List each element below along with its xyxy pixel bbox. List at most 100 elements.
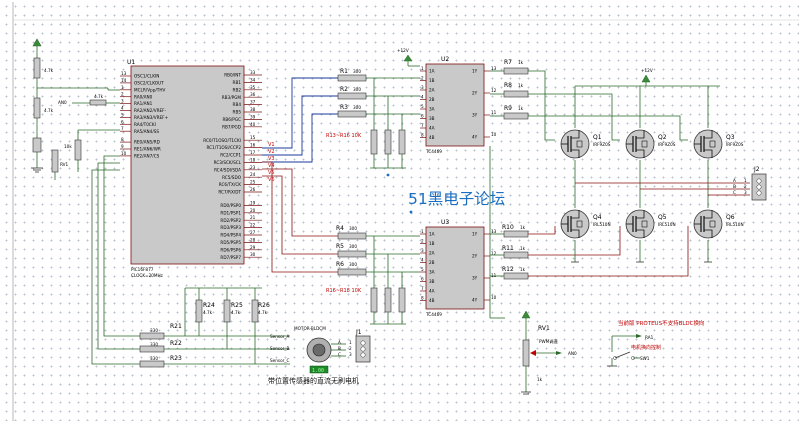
resistor-r25[interactable]: R25 4.7k — [223, 288, 243, 349]
driver-pin-name: 4Y — [472, 135, 478, 140]
motor-rotor-icon — [312, 343, 326, 357]
pulldown-upper-1[interactable] — [370, 129, 378, 155]
left-pot[interactable] — [51, 149, 59, 173]
mcu-pin-num: 6 — [121, 119, 124, 124]
resistor-r24[interactable]: R24 4.7k — [195, 288, 215, 336]
mcu-pin-name: RC4/SDI/SDA — [214, 167, 241, 172]
mcu-part-number: PIC16F877 — [131, 267, 154, 272]
svg-text:330: 330 — [150, 356, 158, 361]
resistor-r10[interactable]: R10 1k — [502, 224, 529, 238]
pulldown-upper-2[interactable] — [384, 129, 392, 155]
resistor-an0-value: 4.7k — [94, 94, 104, 99]
svg-text:R26: R26 — [258, 302, 270, 309]
upper-pulldown-label: R13~R16 10K — [326, 133, 362, 139]
driver-u2[interactable]: +12V U2 TC4469 1A11B22A32B43A53B64A74B81… — [397, 48, 497, 154]
mcu-pin-name: RC0/T1OSO/T1CKI — [203, 138, 241, 143]
svg-text:300: 300 — [353, 87, 361, 92]
resistor-left-2[interactable] — [33, 97, 41, 119]
driver-u3[interactable]: U3 TC4469 1A11B22A32B43A53B64A74B81Y132Y… — [420, 219, 497, 317]
mcu-body[interactable] — [130, 65, 245, 265]
resistor-r4[interactable]: R4 300 — [336, 225, 410, 240]
resistor-r8[interactable]: R8 1k — [503, 82, 529, 98]
pot-rv1[interactable]: RV1 PWM调速 AN0 1k — [521, 310, 577, 395]
svg-text:3: 3 — [349, 352, 352, 357]
mcu-ref: U1 — [127, 59, 135, 66]
resistor-r22[interactable] — [139, 345, 165, 353]
mcu-pin-name: RD0/PSP0 — [220, 203, 241, 208]
pulldown-upper-3[interactable] — [398, 129, 406, 155]
resistor-left-1-value: 4.7k — [44, 68, 54, 73]
u3-body[interactable] — [425, 226, 485, 310]
resistor-r5[interactable]: R5 300 — [336, 243, 410, 258]
resistor-r11[interactable]: R11 1k — [502, 245, 529, 259]
pot-wiper-icon[interactable] — [530, 350, 536, 356]
resistor-r6[interactable]: R6 300 — [336, 261, 410, 276]
mcu-pin-num: 27 — [250, 230, 256, 235]
resistor-r23[interactable] — [139, 360, 165, 368]
pot-body[interactable] — [522, 339, 530, 367]
resistor-r12[interactable]: R12 1k — [502, 266, 529, 280]
pot-supply-icon — [521, 310, 531, 319]
mcu-left-pins: OSC1/CLKIN13OSC2/CLKOUT14MCLR/Vpp/THV1RA… — [120, 71, 169, 159]
driver-pin-num: 2 — [421, 76, 424, 81]
resistor-r9[interactable]: R9 1k — [503, 105, 529, 120]
watermark-dot — [386, 173, 390, 177]
svg-text:300: 300 — [349, 226, 357, 231]
driver-pin-name: 3Y — [472, 276, 478, 281]
mcu-pin-name: RA1/AN1 — [134, 101, 153, 106]
lower-pulldown-label: R16~R18 10K — [326, 288, 362, 294]
svg-text:2: 2 — [349, 346, 352, 351]
driver-pin-num: 7 — [421, 123, 424, 128]
phase-wires — [571, 160, 750, 263]
driver-pin-name: 2B — [429, 260, 435, 265]
svg-text:R24: R24 — [203, 302, 215, 309]
mcu-pin-num: 38 — [250, 107, 256, 112]
driver-pin-num: 5 — [421, 104, 424, 109]
motor-status-box — [309, 365, 329, 374]
sensor-series-resistors: R21 330 R22 330 R23 330 — [139, 323, 290, 368]
resistor-r21[interactable] — [139, 332, 165, 340]
driver-pin-num: 10 — [491, 132, 497, 137]
net-label-v1: V1 — [268, 142, 275, 148]
svg-text:300: 300 — [349, 262, 357, 267]
switch-sw1[interactable]: 当前版 PROTEUS不支持BLDC换向 RA1 电机换向控制 SW1 — [607, 319, 704, 367]
mcu-pin-name: RD7/PSP7 — [220, 255, 241, 260]
connector-j1[interactable]: J1 A B C 1 2 3 — [338, 329, 371, 363]
reset-button[interactable] — [32, 137, 42, 153]
mcu-pin-name: RD5/PSP5 — [220, 240, 241, 245]
svg-text:R11: R11 — [502, 245, 514, 252]
driver-pin-num: 8 — [421, 133, 424, 138]
mcu-pin-name: RD4/PSP4 — [220, 233, 241, 238]
svg-text:R8: R8 — [504, 82, 512, 89]
resistor-r7[interactable]: R7 1k — [503, 59, 529, 75]
resistor-ra4[interactable] — [74, 139, 82, 161]
mcu-u1[interactable]: U1 PIC16F877 CLOCK=20MHz OSC1/CLKIN13OSC… — [120, 59, 262, 278]
pulldown-lower-2[interactable] — [384, 287, 392, 313]
pulldown-lower-1[interactable] — [370, 287, 378, 313]
svg-text:R10: R10 — [502, 224, 514, 231]
mosfet-part: IRF9Z0S — [593, 142, 611, 147]
left-power-network: 4.7k 4.7k AN0 4.7k 10k RV1 — [31, 38, 120, 180]
mcu-pin-num: 9 — [121, 144, 124, 149]
mcu-pin-name: RC1/T1OSI/CCP2 — [206, 145, 241, 150]
resistor-r1[interactable]: R1 300 — [337, 68, 410, 82]
bldc-motor[interactable]: MOTOR-BLDCM Sensor_A Sensor_B Sensor_C 1… — [268, 326, 359, 385]
mcu-pin-name: RB5 — [233, 110, 242, 115]
svg-text:1k: 1k — [518, 106, 524, 111]
resistor-an0[interactable] — [89, 99, 107, 106]
resistor-left-1[interactable] — [33, 57, 41, 79]
svg-text:300: 300 — [353, 105, 361, 110]
switch-lever-icon[interactable] — [614, 351, 631, 359]
connector-j2[interactable]: J2 A B C 1 2 3 — [733, 166, 767, 201]
mcu-pin-num: 13 — [121, 71, 127, 76]
mosfet-ref: Q1 — [593, 134, 602, 141]
u2-body[interactable] — [425, 63, 485, 147]
resistor-r26[interactable]: R26 4.7k — [251, 288, 270, 364]
pulldown-lower-3[interactable] — [398, 287, 406, 313]
